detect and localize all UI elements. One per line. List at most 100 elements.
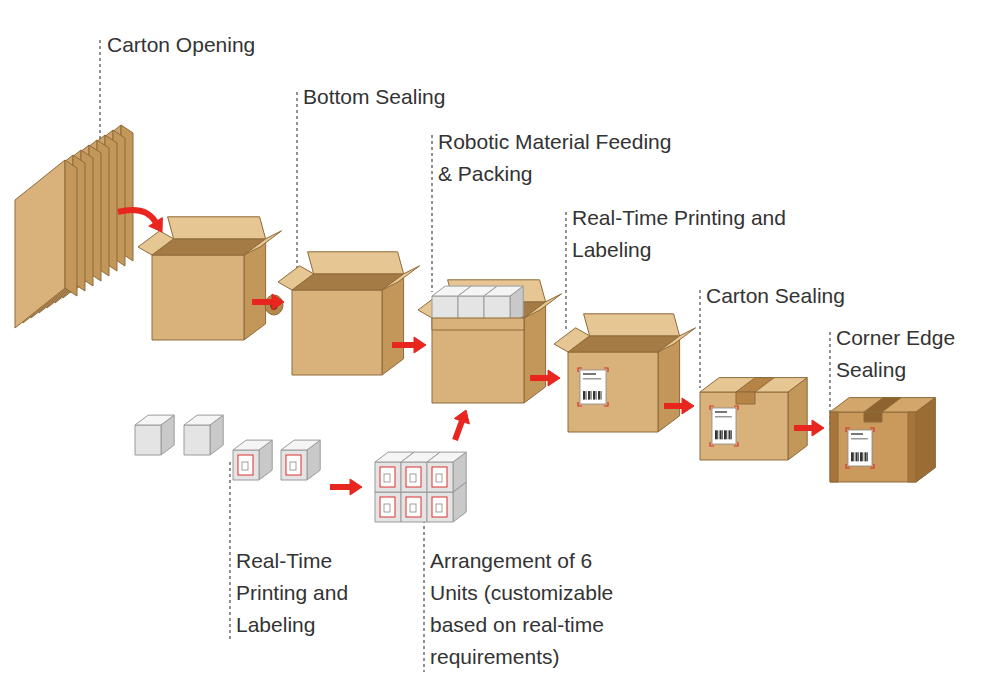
label-line <box>715 411 727 413</box>
label-line <box>715 416 732 418</box>
label-line <box>851 438 868 440</box>
flow-arrow <box>454 410 469 440</box>
corner-tape <box>916 398 935 482</box>
arrow-head <box>414 337 426 353</box>
barcode-bar <box>715 430 717 439</box>
barcode-bar <box>586 391 587 400</box>
product-label <box>432 497 447 517</box>
arrow-head <box>454 410 469 424</box>
label-corner-mark <box>870 428 874 432</box>
stage-label: Bottom Sealing <box>303 81 543 113</box>
barcode-bar <box>596 391 597 400</box>
flow-arrow <box>794 420 824 436</box>
barcode-bar <box>593 391 595 400</box>
label-corner-mark <box>846 428 850 432</box>
flat-carton-stack <box>15 125 133 328</box>
arrow-head <box>272 294 284 310</box>
box-front <box>427 492 453 522</box>
product-unit <box>281 440 320 480</box>
barcode-bar <box>867 452 868 461</box>
box-flap <box>554 328 590 352</box>
labelled-carton <box>554 314 696 432</box>
box-side <box>244 239 266 340</box>
box-top <box>135 415 174 425</box>
flat-carton-panel <box>63 130 113 298</box>
box-front <box>292 290 382 375</box>
product-label-mark <box>436 474 442 482</box>
product-unit <box>135 415 174 455</box>
arrow-shaft <box>794 425 812 431</box>
box-flap <box>382 266 420 290</box>
barcode-bar <box>862 452 863 461</box>
stage-label: Arrangement of 6 Units (customizable bas… <box>430 545 642 673</box>
label-corner-mark <box>734 442 738 446</box>
sealing-tape <box>864 412 882 422</box>
bottom-sealed-carton <box>278 252 420 375</box>
product-label <box>238 455 253 475</box>
arrow-shaft <box>330 484 350 490</box>
box-front <box>700 392 788 460</box>
flat-carton-panel <box>65 160 77 296</box>
corner-tape <box>830 412 838 482</box>
box-front <box>135 425 161 455</box>
label-line <box>851 433 863 435</box>
barcode-bar <box>856 452 858 461</box>
product-label-mark <box>436 504 442 512</box>
box-front <box>568 352 658 432</box>
stage-label: Carton Opening <box>107 29 347 61</box>
box-flap <box>168 217 266 239</box>
box-flap <box>658 328 696 352</box>
box-front <box>830 412 916 482</box>
barcode-bar <box>720 430 722 439</box>
opened-carton <box>138 217 282 340</box>
box-front <box>233 450 259 480</box>
barcode-bar <box>851 452 853 461</box>
leader-line <box>700 290 701 388</box>
barcode-bar <box>858 452 859 461</box>
arrow-shaft <box>455 421 462 440</box>
stage-label: Carton Sealing <box>706 280 946 312</box>
box-flap <box>308 252 404 274</box>
box-flap <box>244 231 282 255</box>
barcode-bar <box>598 391 600 400</box>
sealing-tape <box>864 398 901 412</box>
leader-line <box>297 92 298 290</box>
box-top <box>184 415 223 425</box>
box-flap <box>584 314 680 336</box>
arrow-head <box>350 479 362 495</box>
stage-label: Robotic Material Feeding & Packing <box>438 126 678 190</box>
box-top <box>484 286 523 296</box>
flow-arrow <box>530 370 560 386</box>
label-corner-mark <box>734 406 738 410</box>
barcode-bar <box>722 430 723 439</box>
flow-arrow <box>392 337 426 353</box>
box-front <box>184 425 210 455</box>
barcode-bar <box>591 391 592 400</box>
label-corner-mark <box>578 402 582 406</box>
leader-lines <box>100 40 830 672</box>
barcode-bar <box>583 391 585 400</box>
label-corner-mark <box>578 368 582 372</box>
box-front <box>152 255 244 340</box>
barcode-bar <box>853 452 854 461</box>
shipping-label <box>846 428 874 468</box>
stage-label: Real-Time Printing and Labeling <box>236 545 396 641</box>
arrow-head <box>149 218 163 232</box>
arrow-shaft <box>392 342 414 348</box>
label-line <box>583 373 596 375</box>
flat-carton-panel <box>71 125 121 293</box>
box-side <box>524 302 546 403</box>
arrow-shaft <box>664 403 682 409</box>
sealing-tape <box>736 392 755 404</box>
shipping-label <box>578 368 608 406</box>
product-unit <box>233 440 272 480</box>
label-corner-mark <box>870 464 874 468</box>
stage-label: Corner Edge Sealing <box>836 322 994 386</box>
product-label-mark <box>384 474 390 482</box>
corner-sealed-carton <box>830 398 935 482</box>
leader-line <box>566 212 567 330</box>
arrow-shaft <box>118 210 156 222</box>
product-label <box>286 455 301 475</box>
label-corner-mark <box>710 442 714 446</box>
arrow-shaft <box>252 299 272 305</box>
